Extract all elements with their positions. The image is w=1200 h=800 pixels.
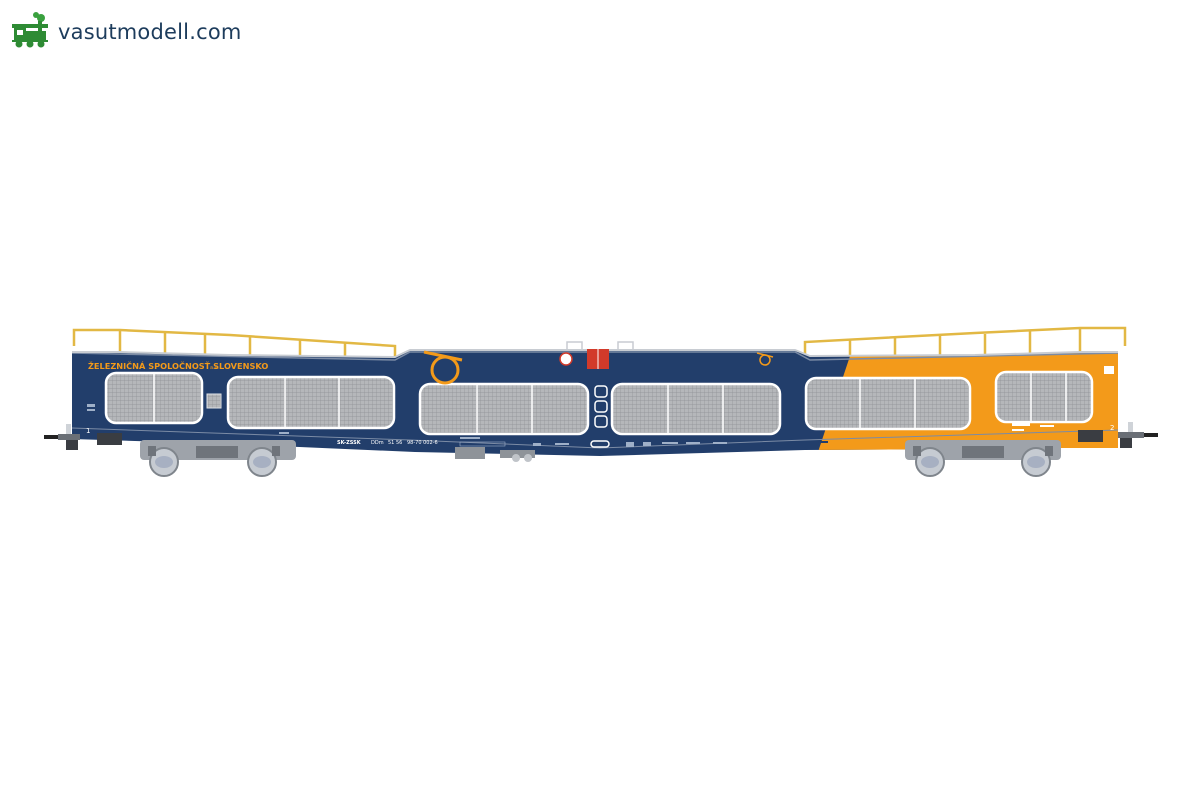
- underframe-equipment: [455, 447, 535, 462]
- window-panel: [226, 375, 396, 430]
- bogie-left: [140, 440, 296, 477]
- warning-sign-icon: [559, 352, 573, 366]
- buffer-coupler-left: [44, 424, 122, 450]
- operator-suffix: a.s.: [210, 365, 219, 371]
- upper-deck-railing-right: [803, 326, 1127, 360]
- center-door-steps: [590, 385, 610, 448]
- operator-name: ŽELEZNIČNÁ SPOLOČNOSŤ SLOVENSKO: [88, 360, 268, 371]
- wagon-number-prefix: 51 56: [388, 440, 402, 446]
- window-panel: [804, 376, 972, 431]
- end-marker-left: 1: [86, 427, 90, 435]
- upper-deck-railing-left: [72, 328, 397, 360]
- country-code: SK-ZSSK: [337, 440, 362, 446]
- window-panel: [994, 370, 1094, 424]
- zssk-logo-icon: [423, 350, 463, 385]
- end-marker-right: 2: [1110, 424, 1114, 432]
- brand-logo[interactable]: vasutmodell.com: [10, 12, 242, 52]
- top-hatch-frames: [566, 341, 634, 350]
- window-panel: [418, 382, 590, 436]
- window-panel: [610, 382, 782, 436]
- bogie-right: [905, 440, 1061, 477]
- small-technical-markings: [87, 366, 1114, 447]
- steam-locomotive-icon: [10, 12, 50, 52]
- zssk-logo-icon: [756, 352, 774, 366]
- vent-grille: [206, 393, 222, 409]
- window-panel: [104, 371, 204, 425]
- buffer-coupler-right: [1078, 422, 1158, 448]
- class-label: DDm: [371, 440, 384, 446]
- wagon-number: 98-70 002-6: [407, 440, 438, 446]
- brand-name: vasutmodell.com: [58, 20, 242, 44]
